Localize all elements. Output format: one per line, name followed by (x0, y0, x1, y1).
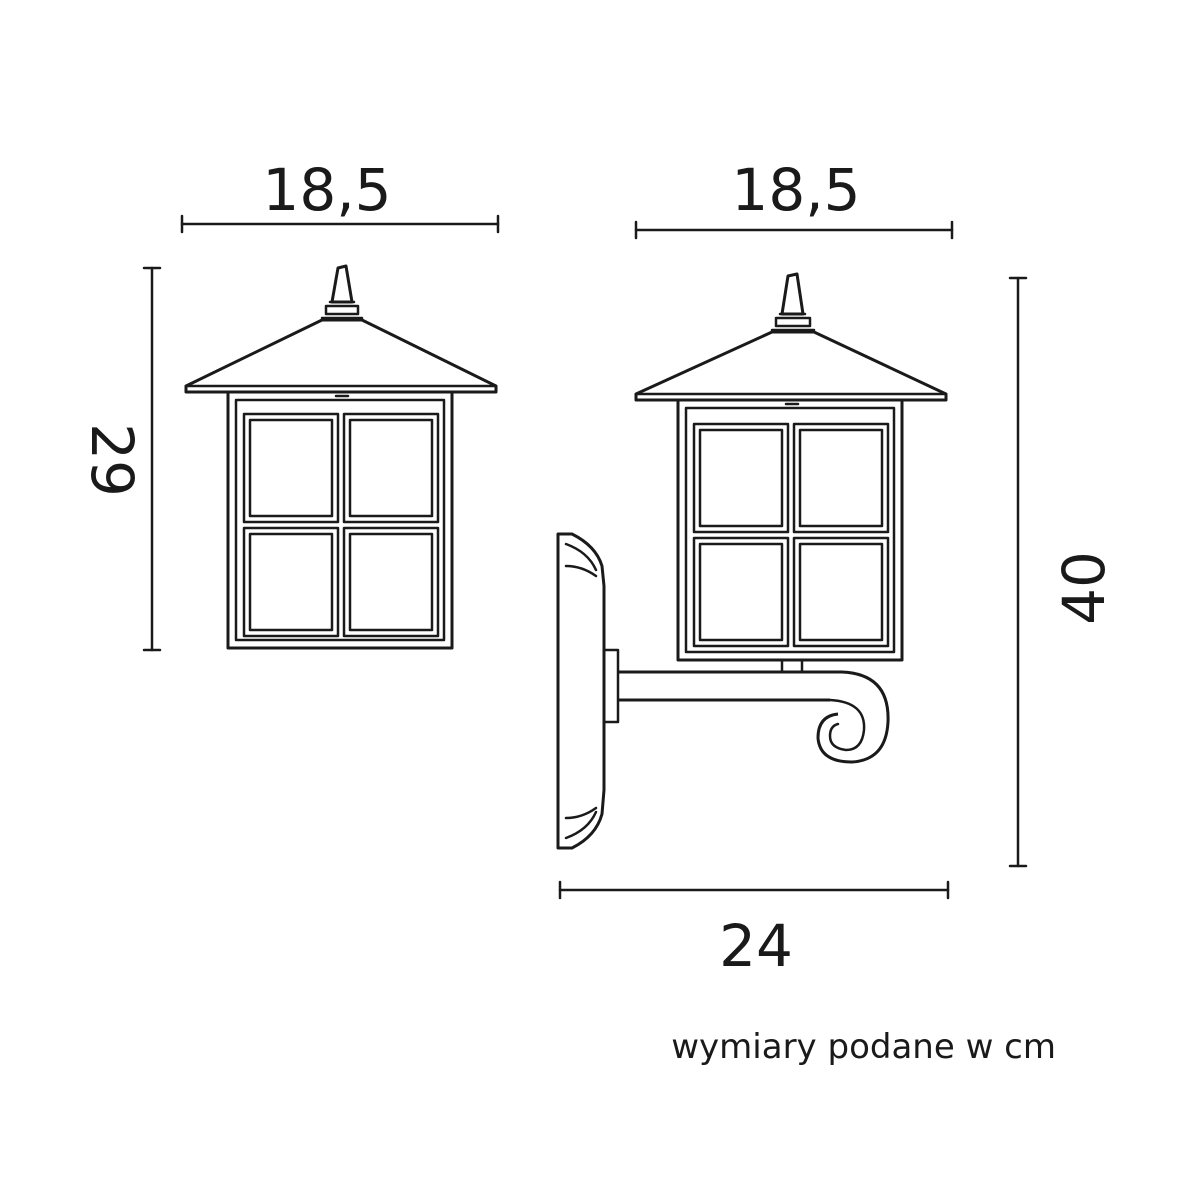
side-height-label: 40 (1050, 551, 1118, 625)
front-height-dimension: 29 (78, 266, 162, 652)
side-height-dimension: 40 (1008, 276, 1118, 868)
front-width-dimension: 18,5 (180, 156, 500, 234)
front-height-label: 29 (78, 423, 146, 497)
front-width-label: 18,5 (262, 156, 391, 224)
side-view-lamp (556, 272, 948, 850)
front-view-lamp (184, 264, 498, 650)
side-depth-dimension: 24 (558, 880, 950, 980)
side-width-dimension: 18,5 (634, 156, 954, 240)
side-depth-label: 24 (719, 912, 793, 980)
units-note: wymiary podane w cm (671, 1027, 1056, 1067)
side-width-label: 18,5 (731, 156, 860, 224)
